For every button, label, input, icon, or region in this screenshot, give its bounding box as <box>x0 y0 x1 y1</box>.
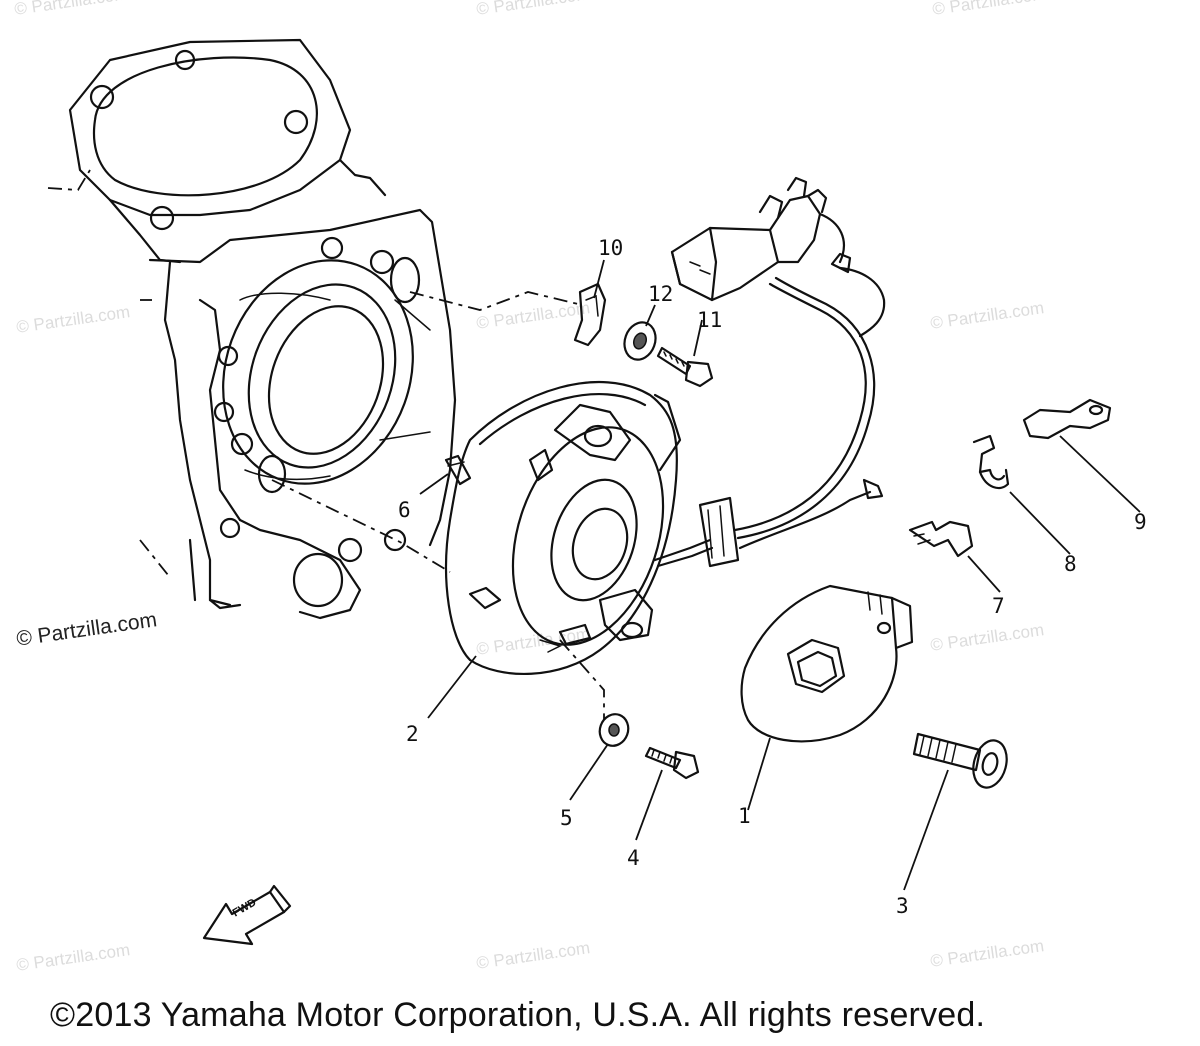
part-7-clamp <box>908 520 974 558</box>
engine-crankcase <box>47 38 457 620</box>
callout-10: 10 <box>598 236 624 260</box>
fwd-arrow-icon <box>202 884 292 946</box>
part-11-screw <box>656 346 714 388</box>
copyright-notice: ©2013 Yamaha Motor Corporation, U.S.A. A… <box>50 996 986 1034</box>
part-1-rotor <box>740 584 914 743</box>
part-8-clamp <box>972 434 1010 490</box>
part-12-washer <box>623 321 657 361</box>
callout-8: 8 <box>1064 552 1077 576</box>
cdi-unit <box>670 176 845 302</box>
part-9-clamp <box>1022 398 1112 440</box>
part-4-screw <box>644 746 700 780</box>
callout-2: 2 <box>406 722 419 746</box>
callout-9: 9 <box>1134 510 1147 534</box>
part-10-clamp <box>573 282 607 347</box>
callout-7: 7 <box>992 594 1005 618</box>
callout-3: 3 <box>896 894 909 918</box>
centerline <box>409 291 579 311</box>
callout-1: 1 <box>738 804 751 828</box>
leader-lines <box>419 259 1141 891</box>
callout-11: 11 <box>697 308 723 332</box>
part-5-washer <box>598 713 630 747</box>
part-3-bolt <box>912 732 1008 789</box>
part-6-dowel-pin <box>444 454 472 486</box>
callout-6: 6 <box>398 498 411 522</box>
centerline <box>271 479 451 573</box>
callout-5: 5 <box>560 806 573 830</box>
part-2-stator-assembly <box>445 252 886 676</box>
callout-4: 4 <box>627 846 640 870</box>
callout-12: 12 <box>648 282 674 306</box>
centerline <box>559 639 605 720</box>
